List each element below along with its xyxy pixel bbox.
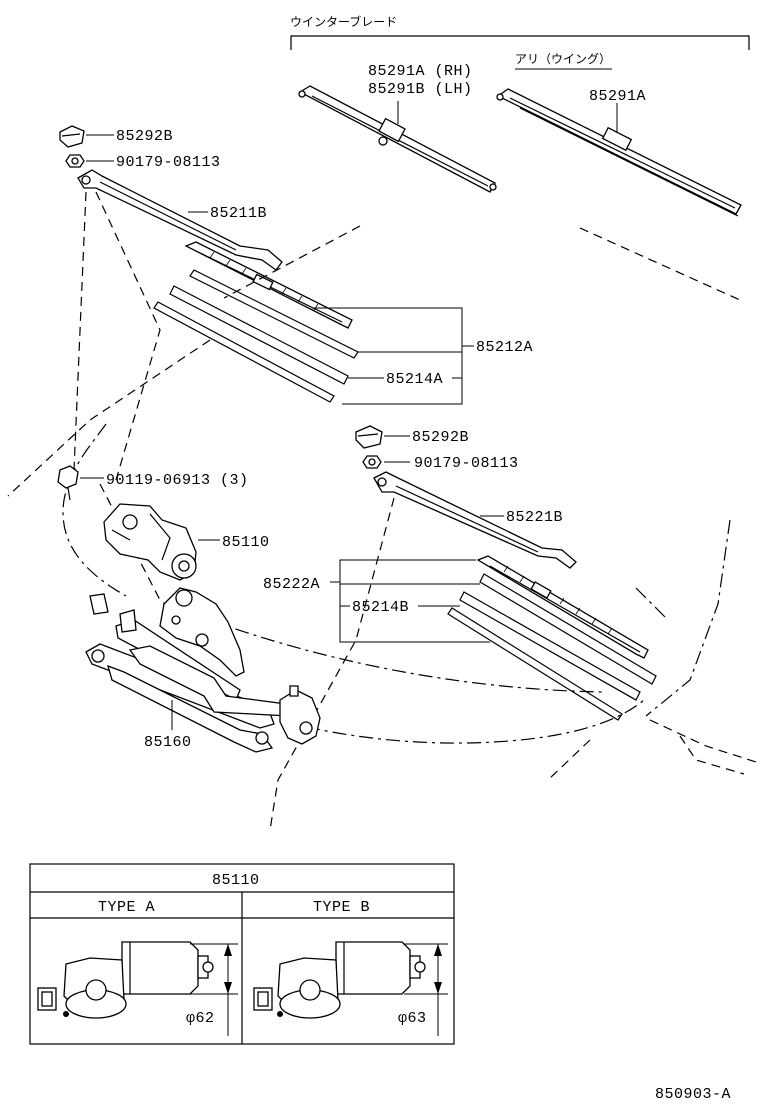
- table-title: 85110: [212, 872, 260, 889]
- label-85292B-mid: 85292B: [412, 429, 469, 446]
- winter-blade-bracket: ウインターブレード アリ（ウイング）: [290, 14, 750, 70]
- label-85110: 85110: [222, 534, 270, 551]
- label-85292B-top: 85292B: [116, 128, 173, 145]
- wiper-arm-cap-mid[interactable]: [355, 425, 383, 449]
- dim-b: φ63: [398, 943, 448, 1036]
- label-90119: 90119-06913 (3): [106, 472, 249, 489]
- wiper-blade-85222A[interactable]: [476, 555, 657, 685]
- wiper-refill-85214B[interactable]: [447, 591, 641, 721]
- label-85160: 85160: [144, 734, 192, 751]
- label-85291B-lh: 85291B (LH): [368, 81, 473, 98]
- wiper-arm-85221B[interactable]: [373, 471, 577, 569]
- label-85222A: 85222A: [263, 576, 320, 593]
- label-85212A: 85212A: [476, 339, 533, 356]
- wiper-arm-85211B[interactable]: [77, 169, 283, 271]
- wiper-arm-cap-top[interactable]: [59, 125, 85, 148]
- nut-top[interactable]: [65, 154, 85, 168]
- label-85211B: 85211B: [210, 205, 267, 222]
- motor-type-a[interactable]: [37, 941, 214, 1019]
- dim-a: φ62: [186, 943, 238, 1036]
- label-85221B: 85221B: [506, 509, 563, 526]
- wiper-motor-85110[interactable]: [103, 503, 197, 581]
- table-col-type-b: TYPE B: [313, 899, 370, 916]
- nut-mid[interactable]: [362, 455, 382, 469]
- label-90179-top: 90179-08113: [116, 154, 221, 171]
- table-col-type-a: TYPE A: [98, 899, 155, 916]
- dim-a-label: φ62: [186, 1010, 215, 1027]
- bolt-90119[interactable]: [57, 465, 79, 501]
- winter-blade-rh-lh[interactable]: [298, 85, 497, 193]
- motor-type-table: 85110 TYPE A TYPE B φ62: [29, 863, 455, 1045]
- diagram-code: 850903-A: [655, 1086, 731, 1103]
- label-85291A-wing: 85291A: [589, 88, 646, 105]
- winter-blade-wing[interactable]: [496, 88, 742, 217]
- winter-blade-label: ウインターブレード: [290, 14, 397, 29]
- label-85214A: 85214A: [386, 371, 443, 388]
- dim-b-label: φ63: [398, 1010, 427, 1027]
- motor-type-b[interactable]: [253, 941, 426, 1019]
- wiper-refill-85214A[interactable]: [153, 285, 349, 403]
- wing-label: アリ（ウイング）: [515, 52, 611, 66]
- wiper-blade-85212A[interactable]: [184, 241, 359, 359]
- label-85214B: 85214B: [352, 599, 409, 616]
- label-85291A-rh: 85291A (RH): [368, 63, 473, 80]
- wiper-linkage-85160[interactable]: [85, 587, 321, 753]
- label-90179-mid: 90179-08113: [414, 455, 519, 472]
